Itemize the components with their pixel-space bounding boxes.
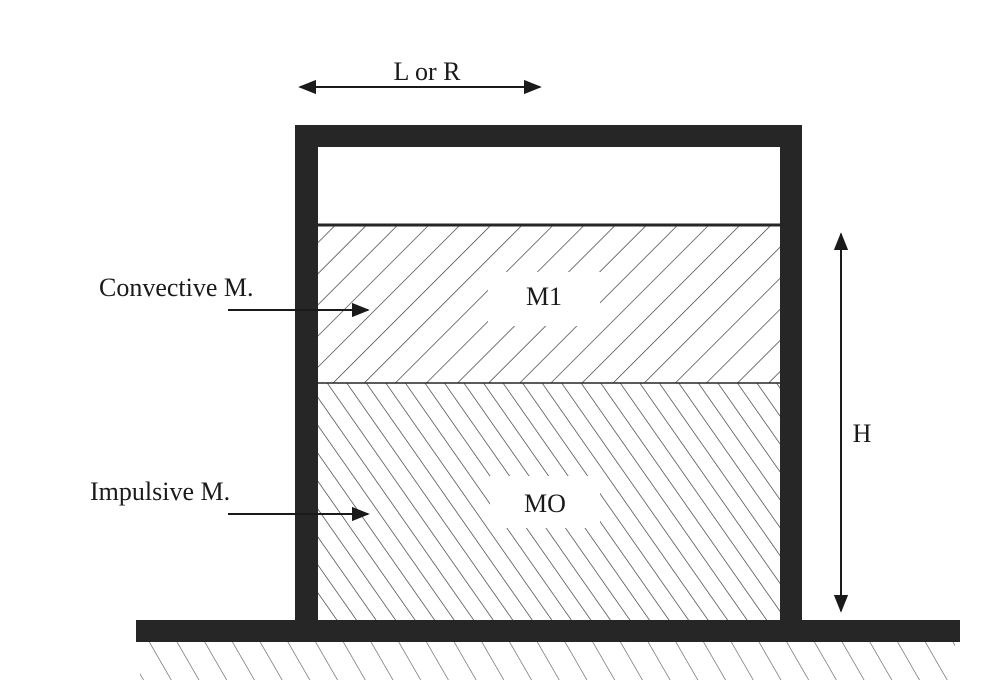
base-slab — [136, 620, 960, 642]
m1-label-box — [488, 272, 600, 326]
tank-left-wall — [295, 125, 318, 625]
convective-label: Convective M. — [99, 273, 254, 302]
impulsive-label: Impulsive M. — [90, 477, 230, 506]
height-label: H — [853, 419, 872, 448]
ground-hatching — [140, 642, 955, 680]
mo-label-box — [490, 476, 600, 528]
tank-roof — [295, 125, 802, 147]
width-label: L or R — [394, 57, 462, 86]
tank-right-wall — [780, 125, 802, 625]
mo-label: MO — [524, 489, 566, 518]
m1-label: M1 — [526, 282, 562, 311]
